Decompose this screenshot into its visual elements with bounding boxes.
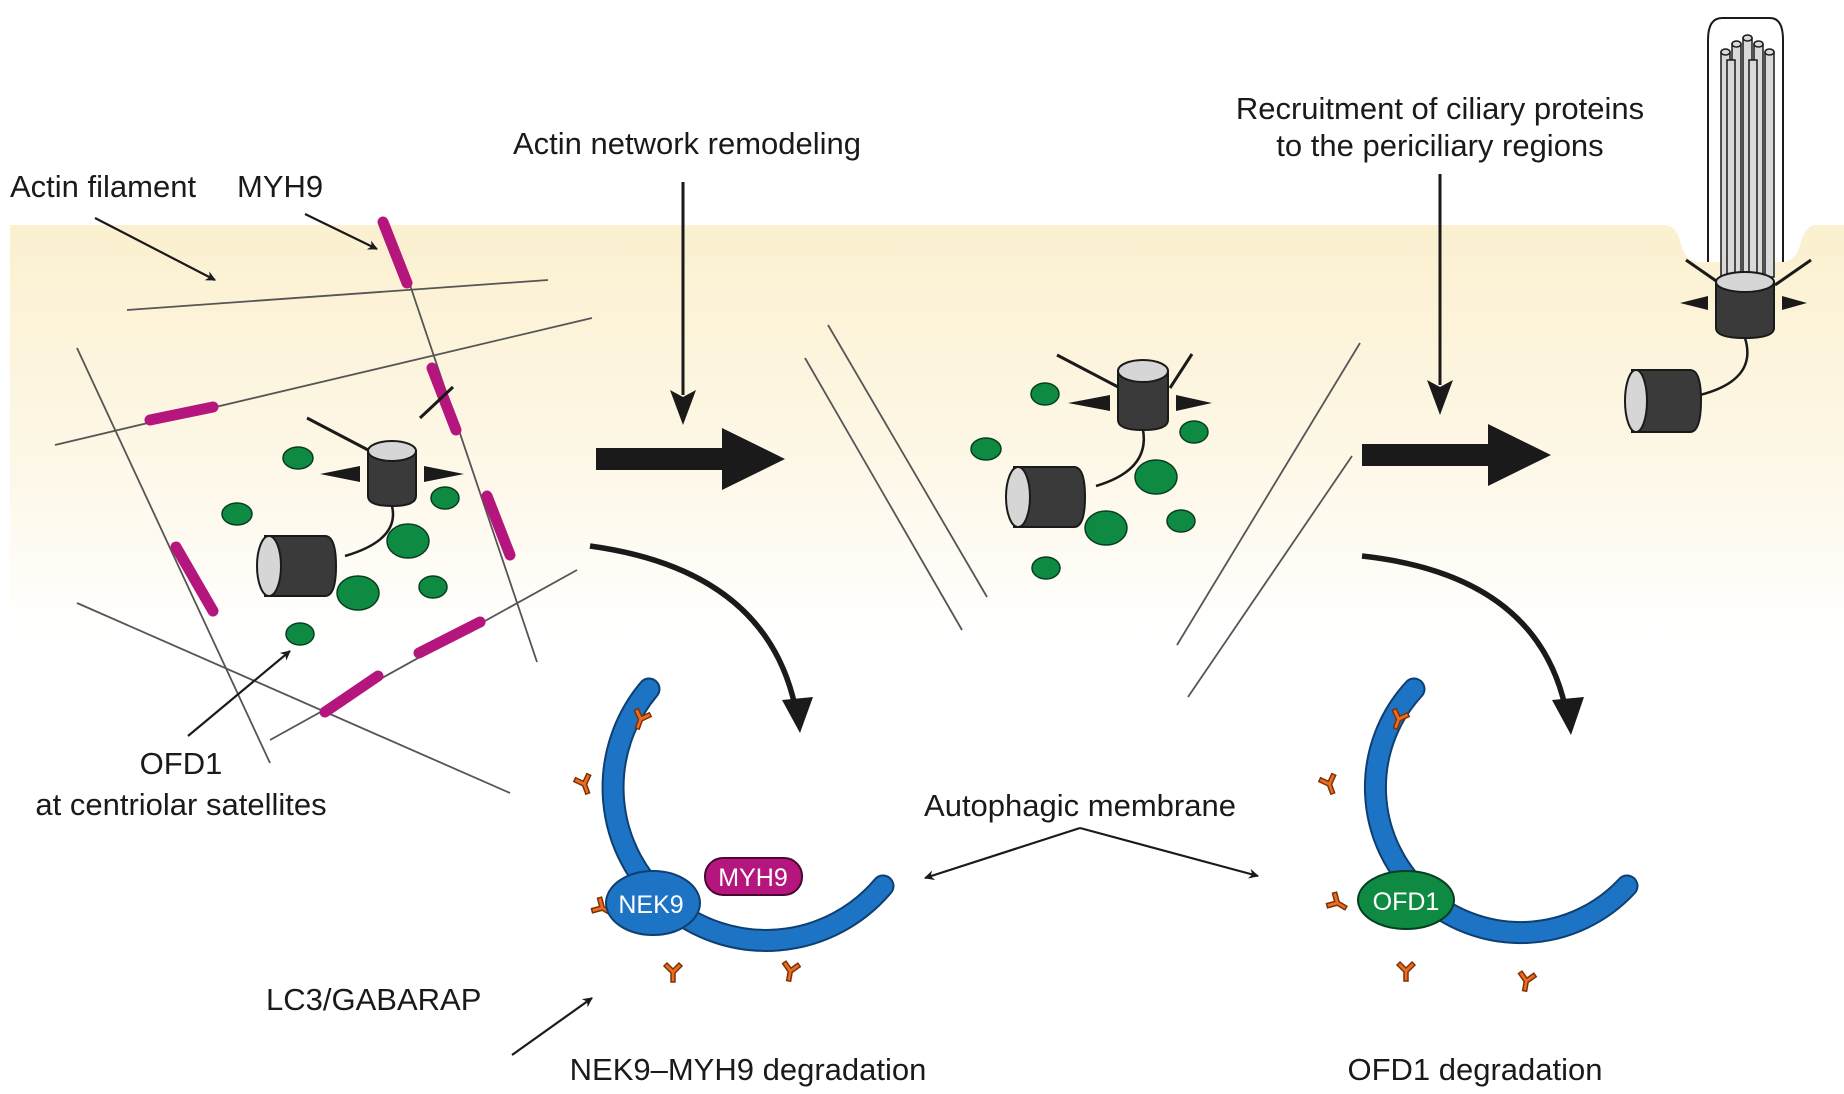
arrow-actin-remodeling [670,182,696,425]
primary-cilium [1707,17,1784,278]
centrosome-middle [1005,353,1212,528]
nek9-complex-label: NEK9 [618,891,683,919]
label-lc3-gabarap: LC3/GABARAP [266,982,481,1017]
ofd1-complex-label: OFD1 [1373,888,1440,916]
label-recruitment-line2: to the periciliary regions [1276,128,1603,163]
label-actin-remodeling: Actin network remodeling [513,126,861,161]
annotation-arrows-left [94,213,593,1056]
myh9-complex-label: MYH9 [718,864,787,892]
autophagic-membrane-pointers [924,826,1259,880]
remodeled-actin [804,324,1361,698]
curved-arrow-2 [1361,553,1584,735]
progression-arrow-1 [596,428,785,490]
progression-arrow-2 [1362,424,1551,486]
label-ofd1-satellites-line2: at centriolar satellites [35,787,326,822]
label-actin-filament: Actin filament [10,169,196,204]
label-ofd1-satellites-line1: OFD1 [140,746,223,781]
caption-nek9-myh9-degradation: NEK9–MYH9 degradation [570,1052,927,1087]
centriolar-satellites-left [221,446,460,646]
nek9-myh9-complex: MYH9 NEK9 [605,857,803,936]
cytoplasm-background [10,225,1844,640]
label-recruitment-line1: Recruitment of ciliary proteins [1236,91,1644,126]
myh9-rods [144,216,516,718]
ofd1-complex: OFD1 [1357,870,1455,930]
label-myh9: MYH9 [237,169,323,204]
centriolar-satellites-middle [970,382,1209,580]
arrow-recruitment [1427,174,1453,415]
caption-ofd1-degradation: OFD1 degradation [1347,1052,1602,1087]
centrosome-left [256,385,464,597]
label-autophagic-membrane: Autophagic membrane [924,788,1236,823]
curved-arrow-1 [589,543,813,733]
basal-body [1624,258,1812,433]
